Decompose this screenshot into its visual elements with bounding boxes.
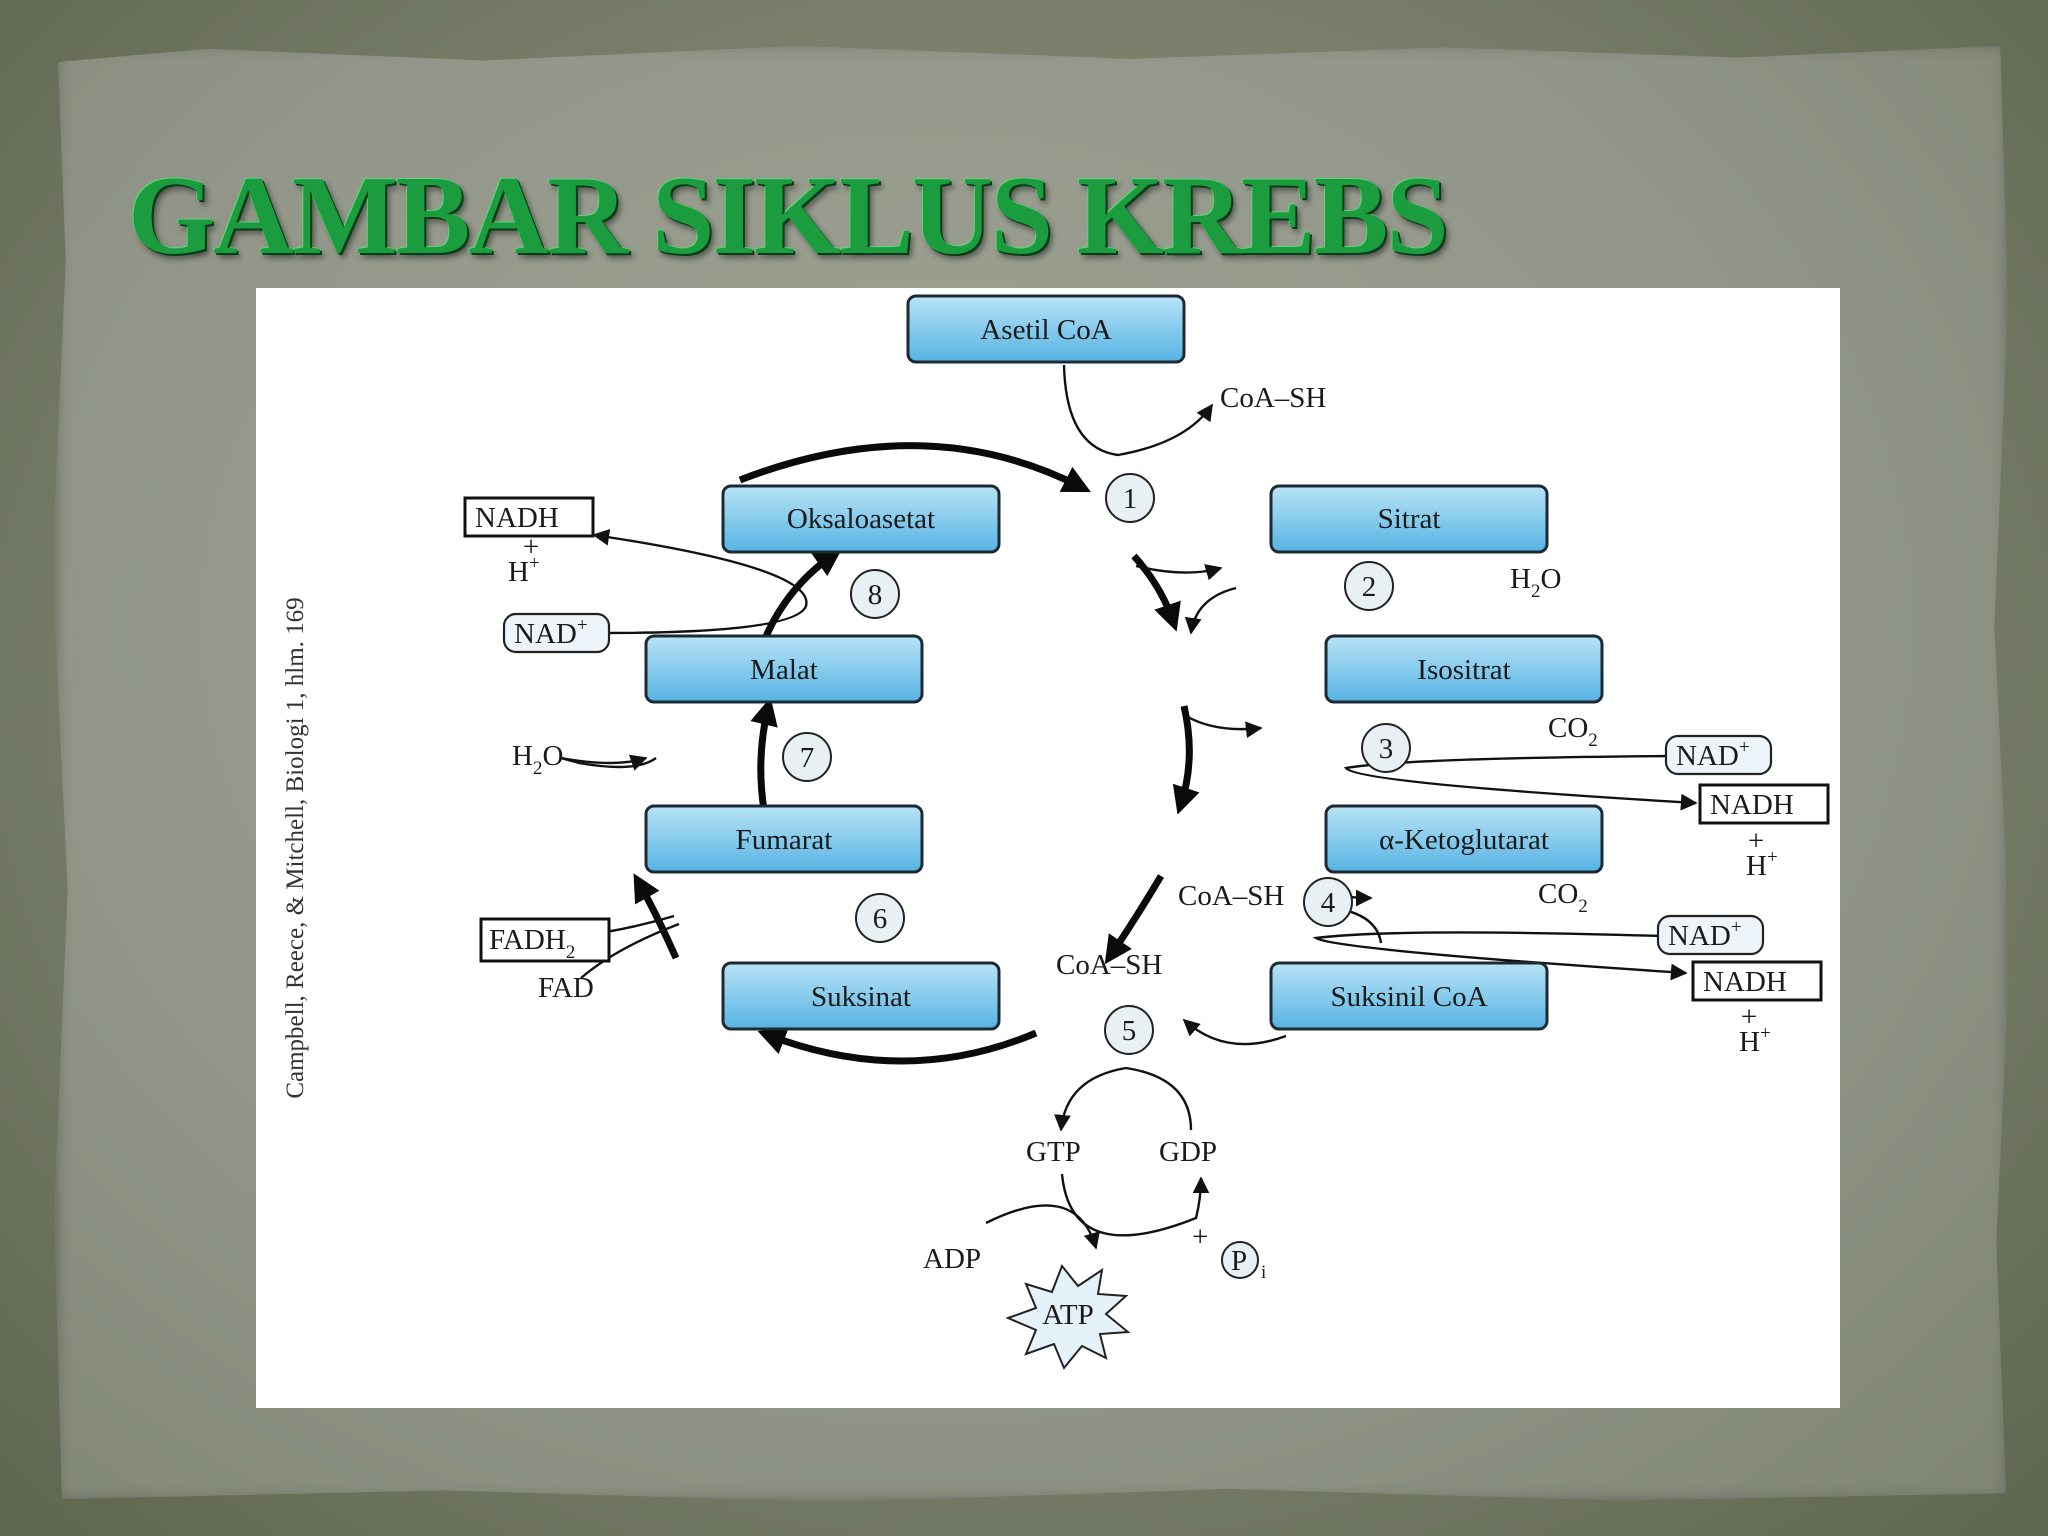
slide-title: GAMBAR SIKLUS KREBS [128,154,1449,278]
label-coa-sh-step5: CoA–SH [1056,949,1162,981]
svg-text:Oksaloasetat: Oksaloasetat [787,503,935,535]
svg-text:Sitrat: Sitrat [1378,503,1441,535]
arrow-h2o-step7 [560,754,648,771]
cycle-arrows [633,442,1200,1065]
svg-text:Fumarat: Fumarat [736,824,833,856]
svg-text:NAD+: NAD+ [1676,737,1750,772]
label-adp: ADP [923,1243,981,1275]
svg-text:ATP: ATP [1042,1299,1094,1331]
svg-text:Asetil CoA: Asetil CoA [980,314,1111,346]
label-co2-step4: CO2 [1538,878,1588,917]
step-5: 5 [1104,1005,1154,1055]
arrow-coa-sh-release-step5 [1182,1018,1287,1046]
svg-text:FADH2: FADH2 [489,924,575,963]
arrow-step-8 [760,548,843,643]
arrow-step-1 [738,442,1091,493]
svg-text:Malat: Malat [750,654,818,686]
box-nadh-step8: NADH [463,496,595,538]
label-gdp: GDP [1159,1136,1217,1168]
svg-text:1: 1 [1123,483,1138,515]
atp-burst: ATP [1005,1264,1131,1370]
compound-malat: Malat [644,634,924,704]
arrow-step-2 [1131,553,1181,632]
svg-text:NADH: NADH [475,502,559,534]
label-h2o-step2: H2O [1510,563,1561,602]
compound-isositrat: Isositrat [1324,634,1604,704]
arrow-nad-nadh-step8 [592,528,808,635]
label-h-plus-step8: H+ [508,553,540,588]
arrow-coa-sh-release [1062,364,1213,457]
pill-nad-step4: NAD+ [1656,914,1765,956]
compound-sitrat: Sitrat [1269,484,1549,554]
svg-text:2: 2 [1362,571,1377,603]
label-coa-sh-step4: CoA–SH [1178,880,1284,912]
svg-text:NADH: NADH [1703,966,1787,998]
svg-text:NAD+: NAD+ [1668,917,1742,952]
arrow-nad-nadh-step3 [1343,754,1698,811]
step-1: 1 [1105,473,1155,523]
step-6: 6 [855,893,905,943]
krebs-cycle-diagram: Asetil CoA Sitrat Isositrat α-Ketoglutar… [463,294,1830,1370]
label-co2-step3: CO2 [1548,712,1598,751]
svg-text:3: 3 [1379,733,1394,765]
step-3: 3 [1361,723,1411,773]
plus-step4: + [1741,1001,1757,1033]
compound-asetil-coa: Asetil CoA [906,294,1186,364]
svg-text:α-Ketoglutarat: α-Ketoglutarat [1379,824,1549,856]
arrow-nad-nadh-step4 [1312,931,1688,981]
svg-text:Suksinil CoA: Suksinil CoA [1330,981,1487,1013]
svg-text:5: 5 [1122,1015,1137,1047]
svg-text:Isositrat: Isositrat [1417,654,1510,686]
arrow-h2o-out [1135,564,1223,581]
pi-phosphate: P i [1221,1241,1266,1283]
arrow-fad [580,922,680,979]
box-nadh-step3: NADH [1698,783,1830,825]
step-2: 2 [1344,561,1394,611]
svg-text:NAD+: NAD+ [514,615,588,650]
svg-text:P: P [1231,1245,1247,1277]
arrow-step-3 [1172,705,1200,815]
arrow-step-6 [633,873,680,960]
arrow-gtp [1054,1066,1127,1132]
svg-text:7: 7 [800,742,815,774]
step-4: 4 [1303,877,1353,927]
label-h-plus-step4: H+ [1739,1023,1771,1058]
krebs-cycle-figure: Campbell, Reece, & Mitchell, Biologi 1, … [256,288,1840,1408]
plus-pi: + [1192,1221,1208,1253]
plus-step3: + [1748,825,1764,857]
svg-text:6: 6 [873,903,888,935]
svg-text:Suksinat: Suksinat [811,981,911,1013]
arrow-gtp-to-gdp [1060,1173,1210,1237]
plus-step8: + [523,531,539,563]
arrow-step-7 [750,697,778,811]
pill-nad-step8: NAD+ [502,612,611,654]
compound-suksinat: Suksinat [721,961,1001,1031]
compound-suksinil-coa: Suksinil CoA [1269,961,1549,1031]
compound-fumarat: Fumarat [644,804,924,874]
compound-ketoglutarat: α-Ketoglutarat [1324,804,1604,874]
arrow-h2o-in [1184,586,1237,635]
pill-nad-step3: NAD+ [1664,734,1773,776]
label-h2o-step7: H2O [512,740,563,779]
svg-text:4: 4 [1321,887,1336,919]
label-coa-sh-step1: CoA–SH [1220,382,1326,414]
step-8: 8 [850,569,900,619]
svg-text:NADH: NADH [1710,789,1794,821]
svg-text:8: 8 [868,579,883,611]
arrow-step-5 [757,1027,1038,1065]
arrow-step-4 [1104,874,1165,965]
svg-text:i: i [1261,1262,1266,1283]
side-reaction-arrows [509,364,1698,1250]
arrow-adp-to-atp [985,1204,1100,1250]
arrow-co2-step3 [1185,714,1263,739]
box-fadh2: FADH2 [479,917,611,963]
step-7: 7 [782,732,832,782]
label-gtp: GTP [1026,1136,1081,1168]
box-nadh-step4: NADH [1691,960,1823,1002]
compound-oksaloasetat: Oksaloasetat [721,484,1001,554]
arrow-gdp-top [1125,1066,1193,1131]
label-fad: FAD [538,972,594,1004]
label-h-plus-step3: H+ [1746,847,1778,882]
